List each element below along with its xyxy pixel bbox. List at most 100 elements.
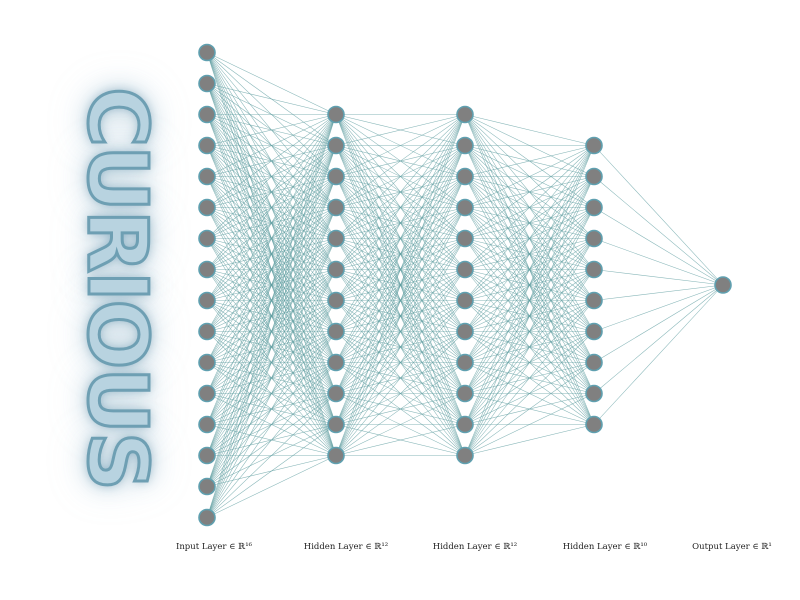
- edge-l1-n10-to-n0: [335, 114, 466, 425]
- edge-l0-n15-to-n10: [206, 424, 337, 518]
- edge-l0-n15-to-n9: [206, 393, 337, 518]
- neuron-layer0-1: [198, 74, 216, 93]
- neuron-layer0-11: [198, 384, 216, 403]
- edge-l3-n9-to-n0: [593, 284, 724, 425]
- neuron-layer0-14: [198, 477, 216, 496]
- edge-l1-n11-to-n5: [335, 269, 466, 456]
- edge-l0-n1-to-n0: [206, 83, 337, 115]
- neuron-layer0-8: [198, 291, 216, 310]
- edge-l3-n1-to-n0: [593, 176, 724, 286]
- edge-l0-n15-to-n7: [206, 331, 337, 518]
- neuron-layer0-3: [198, 136, 216, 155]
- edge-l2-n11-to-n6: [464, 331, 595, 456]
- edge-l1-n5-to-n0: [335, 114, 466, 270]
- edge-l1-n2-to-n0: [335, 114, 466, 177]
- edge-l3-n0-to-n0: [593, 145, 724, 286]
- neuron-layer1-2: [327, 167, 345, 186]
- neuron-layer0-13: [198, 446, 216, 465]
- edge-l0-n6-to-n0: [206, 114, 337, 239]
- layer-label-output: Output Layer ∈ ℝ¹: [692, 542, 772, 552]
- edge-l0-n15-to-n4: [206, 238, 337, 518]
- neuron-layer3-7: [585, 353, 603, 372]
- edge-l0-n15-to-n0: [206, 114, 337, 518]
- edge-l2-n11-to-n8: [464, 393, 595, 456]
- neuron-layer0-5: [198, 198, 216, 217]
- edge-l1-n1-to-n0: [335, 114, 466, 146]
- neuron-layer1-11: [327, 446, 345, 465]
- neuron-layer1-3: [327, 198, 345, 217]
- neuron-layer2-9: [456, 384, 474, 403]
- neuron-layer2-6: [456, 291, 474, 310]
- edge-l0-n13-to-n0: [206, 114, 337, 456]
- edge-l0-n9-to-n0: [206, 114, 337, 332]
- neuron-layer3-3: [585, 229, 603, 248]
- neuron-layer1-5: [327, 260, 345, 279]
- edge-l2-n7-to-n0: [464, 145, 595, 332]
- network-nodes: [198, 43, 732, 527]
- edge-l0-n15-to-n5: [206, 269, 337, 518]
- edge-l1-n11-to-n3: [335, 207, 466, 456]
- edge-l0-n15-to-n6: [206, 300, 337, 518]
- edge-l0-n0-to-n0: [206, 52, 337, 115]
- edge-l1-n3-to-n0: [335, 114, 466, 208]
- neuron-layer1-9: [327, 384, 345, 403]
- edge-l3-n4-to-n0: [593, 269, 724, 286]
- neuron-layer1-0: [327, 105, 345, 124]
- edge-l2-n11-to-n1: [464, 176, 595, 456]
- edge-l2-n11-to-n7: [464, 362, 595, 456]
- edge-l2-n10-to-n0: [464, 145, 595, 425]
- edge-l1-n9-to-n0: [335, 114, 466, 394]
- edge-l1-n4-to-n0: [335, 114, 466, 239]
- edge-l0-n5-to-n0: [206, 114, 337, 208]
- neuron-layer2-11: [456, 446, 474, 465]
- neuron-layer1-10: [327, 415, 345, 434]
- edge-l0-n7-to-n0: [206, 114, 337, 270]
- edge-l1-n7-to-n0: [335, 114, 466, 332]
- edge-l2-n6-to-n0: [464, 145, 595, 301]
- neuron-layer1-1: [327, 136, 345, 155]
- neuron-layer0-9: [198, 322, 216, 341]
- layer-label-hidden-3: Hidden Layer ∈ ℝ¹⁰: [562, 542, 648, 552]
- edge-l0-n15-to-n11: [206, 455, 337, 518]
- neuron-layer0-0: [198, 43, 216, 62]
- edge-l2-n3-to-n0: [464, 145, 595, 208]
- layer-label-hidden-1: Hidden Layer ∈ ℝ¹²: [303, 542, 389, 552]
- edge-l2-n9-to-n0: [464, 145, 595, 394]
- neuron-layer0-7: [198, 260, 216, 279]
- layer-label-hidden-2: Hidden Layer ∈ ℝ¹²: [432, 542, 518, 552]
- neuron-layer3-6: [585, 322, 603, 341]
- edge-l1-n11-to-n10: [335, 424, 466, 456]
- edge-l2-n11-to-n9: [464, 424, 595, 456]
- neuron-layer0-12: [198, 415, 216, 434]
- neuron-layer3-1: [585, 167, 603, 186]
- edge-l0-n15-to-n2: [206, 176, 337, 518]
- neuron-layer1-8: [327, 353, 345, 372]
- neuron-layer3-8: [585, 384, 603, 403]
- edge-l3-n3-to-n0: [593, 238, 724, 286]
- neuron-layer2-3: [456, 198, 474, 217]
- edge-l1-n11-to-n7: [335, 331, 466, 456]
- neuron-layer2-10: [456, 415, 474, 434]
- edge-l0-n10-to-n0: [206, 114, 337, 363]
- neuron-layer0-4: [198, 167, 216, 186]
- edge-l2-n11-to-n2: [464, 207, 595, 456]
- neuron-layer3-0: [585, 136, 603, 155]
- neuron-layer2-1: [456, 136, 474, 155]
- neuron-layer0-15: [198, 508, 216, 527]
- edge-l2-n0-to-n0: [464, 114, 595, 146]
- neuron-layer0-6: [198, 229, 216, 248]
- edge-l3-n7-to-n0: [593, 284, 724, 363]
- edge-l1-n11-to-n6: [335, 300, 466, 456]
- edge-l2-n11-to-n3: [464, 238, 595, 456]
- edge-l0-n8-to-n0: [206, 114, 337, 301]
- neuron-layer1-7: [327, 322, 345, 341]
- edge-l1-n11-to-n0: [335, 114, 466, 456]
- edge-l0-n15-to-n8: [206, 362, 337, 518]
- edge-l1-n11-to-n8: [335, 362, 466, 456]
- neuron-layer0-10: [198, 353, 216, 372]
- edge-l2-n8-to-n0: [464, 145, 595, 363]
- neuron-layer2-2: [456, 167, 474, 186]
- neuron-layer3-5: [585, 291, 603, 310]
- edge-l0-n3-to-n0: [206, 114, 337, 146]
- network-edges: [206, 52, 724, 518]
